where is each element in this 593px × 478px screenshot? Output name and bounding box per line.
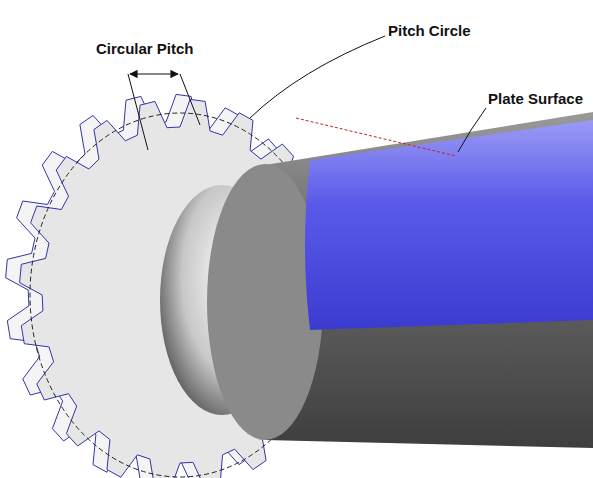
- pitch-tick: [180, 74, 200, 125]
- dimension-label: Circular Pitch: [94, 40, 196, 58]
- gear-face: [20, 99, 341, 478]
- leader-line: [458, 108, 486, 152]
- cylinder-end: [207, 164, 323, 440]
- cylinder-body: [265, 112, 593, 448]
- part-label: Pitch Circle: [386, 22, 473, 40]
- plate-surface: [305, 120, 593, 330]
- pitch-tick: [128, 74, 148, 150]
- plate-projection-line: [296, 118, 456, 156]
- leader-line: [250, 36, 385, 118]
- part-label: Plate Surface: [486, 90, 585, 108]
- pitch-dimension-arrow: [130, 73, 178, 74]
